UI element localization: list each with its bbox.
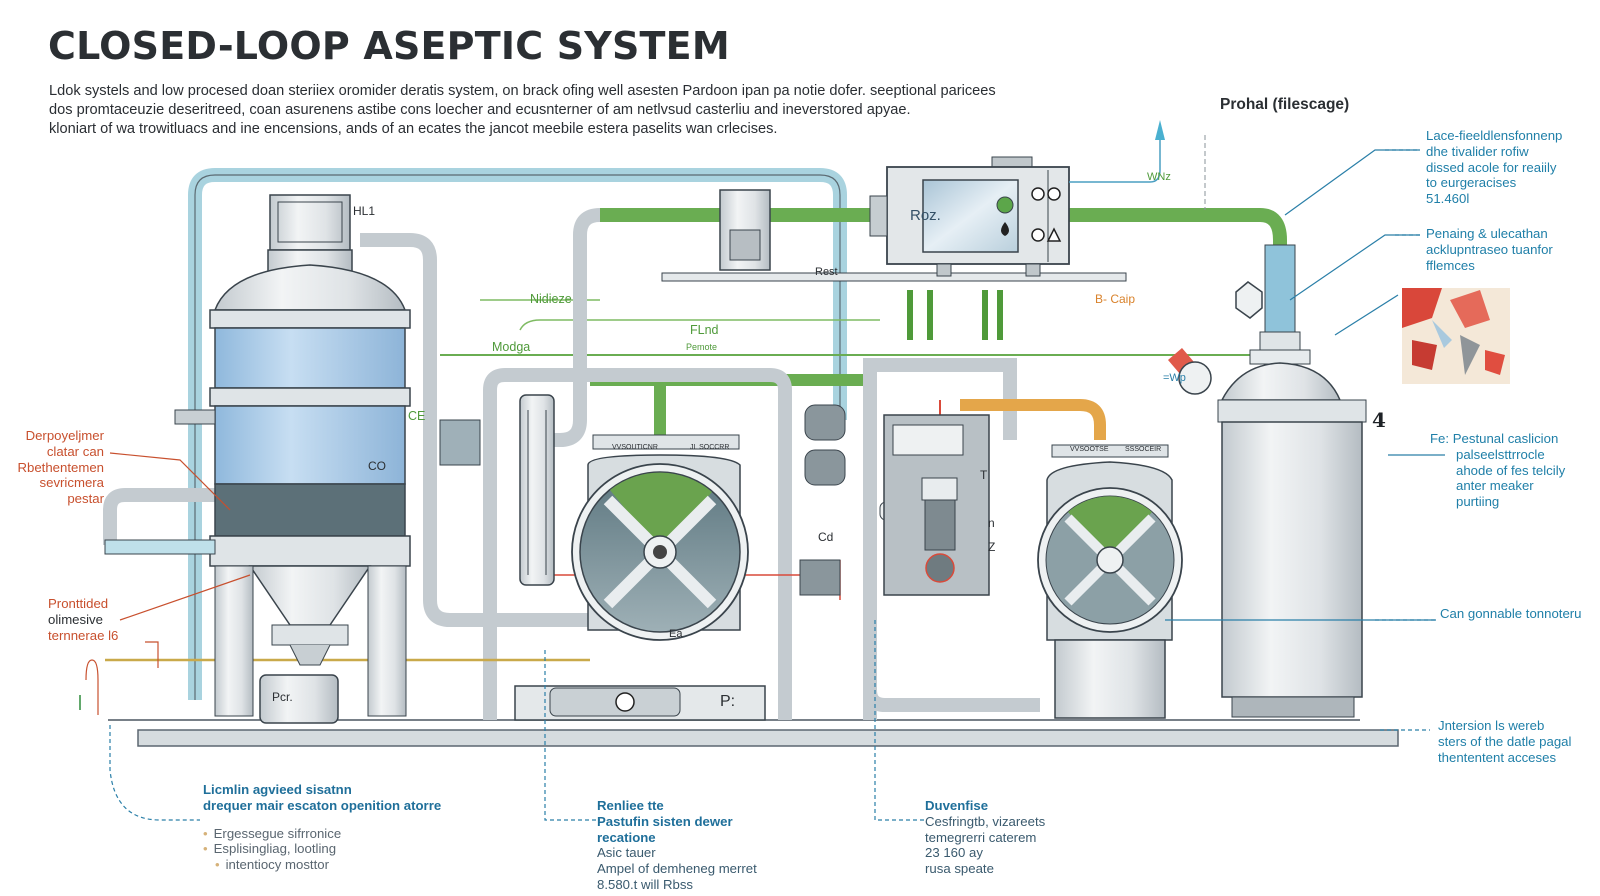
label-hl1: HL1 bbox=[353, 204, 376, 218]
footer-bullet: Esplisingliag, lootling bbox=[203, 841, 441, 857]
callout-line: Can gonnable tonnoteru bbox=[1440, 606, 1582, 621]
footer-text: 8.580.t will Rbss bbox=[597, 876, 694, 892]
callout-line: sevricmera bbox=[39, 475, 104, 491]
callout-line: clatar can bbox=[46, 443, 104, 459]
label-cap: B- Caip bbox=[1095, 292, 1136, 306]
panel-screen-text: Roz. bbox=[910, 207, 941, 224]
label-ce: CE bbox=[408, 409, 426, 423]
callout-line: pestar bbox=[67, 491, 104, 507]
footer-text: Asic tauer bbox=[597, 845, 656, 861]
footer-text: rusa speate bbox=[925, 861, 994, 877]
callout-line: dhe tivalider rofiw bbox=[1426, 143, 1529, 159]
footer-heading: Pastufin sisten dewer bbox=[597, 813, 733, 829]
callout-line: Penaing & ulecathan bbox=[1426, 226, 1548, 241]
footer-bullet: Ergessegue sifrronice bbox=[203, 826, 441, 842]
callout-lace: Lace-fieeldlensfonnenp dhe tivalider rof… bbox=[1426, 128, 1562, 207]
footer-duvenfise: Duvenfise Cesfringtb, vizareets temegrer… bbox=[925, 798, 1045, 877]
callout-line: Lace-fieeldlensfonnenp bbox=[1426, 128, 1563, 143]
callout-pending: Penaing & ulecathan acklupntraseo tuanfo… bbox=[1426, 226, 1553, 273]
callout-prontrided: Pronttided olimesive ternnerae l6 bbox=[48, 596, 118, 643]
gray-pipes bbox=[103, 208, 1040, 720]
label-modga: Modga bbox=[492, 340, 531, 354]
page-title: CLOSED-LOOP ASEPTIC SYSTEM bbox=[48, 24, 730, 68]
callout-can: Can gonnable tonnoteru bbox=[1440, 606, 1582, 622]
label-co: CO bbox=[368, 459, 386, 473]
callout-leaders bbox=[109, 149, 1445, 821]
label-flnd: FLnd bbox=[690, 323, 719, 337]
intro-line: kloniart of wa trowitluacs and ine encen… bbox=[49, 121, 778, 137]
control-panel bbox=[869, 156, 1070, 277]
label-wnz: WNz bbox=[1147, 171, 1171, 183]
callout-line: dissed acole for reaiily bbox=[1426, 159, 1557, 175]
banner-drum2-left: VVSOOTSE bbox=[1070, 446, 1109, 453]
pump-unit bbox=[514, 685, 766, 721]
left-tank bbox=[104, 194, 411, 724]
right-tank bbox=[1168, 244, 1367, 718]
callout-line: 51.460l bbox=[1426, 191, 1470, 207]
label-nidieze: Nidieze bbox=[530, 292, 572, 306]
label-ea: Ea bbox=[669, 628, 683, 640]
callout-line: sters of the datle pagal bbox=[1438, 733, 1572, 749]
footer-heading: drequer mair escaton openition atorre bbox=[203, 797, 442, 813]
label-wp: =Wp bbox=[1163, 372, 1186, 384]
footer-text: temegrerri caterem bbox=[925, 829, 1037, 845]
callout-line: acklupntraseo tuanfor bbox=[1426, 241, 1553, 257]
panel-title: Prohal (filescage) bbox=[1220, 96, 1350, 113]
label-pemote: Pemote bbox=[686, 342, 718, 352]
callout-line: Derpoyeljmer bbox=[25, 428, 104, 443]
footer-heading: recatione bbox=[597, 829, 656, 845]
callout-fe: Fe: Pestunal caslicion palseelsttrrocle … bbox=[1430, 431, 1565, 510]
valve-assembly bbox=[439, 189, 921, 596]
base-rail bbox=[137, 729, 1399, 747]
label-cd: Cd bbox=[818, 530, 834, 544]
callout-line: purtiing bbox=[1456, 494, 1500, 510]
footer-heading: Renliee tte bbox=[597, 798, 664, 813]
callout-intersion: Jntersion ls wereb sters of the datle pa… bbox=[1438, 718, 1571, 765]
callout-line: Pronttided bbox=[48, 596, 109, 611]
rotary-drum-1 bbox=[571, 434, 749, 641]
footer-bullet: intentiocy mosttor bbox=[203, 857, 441, 873]
banner-drum1-left: VVSOUTICNR bbox=[612, 444, 658, 451]
footer-renliee: Renliee tte Pastufin sisten dewer recati… bbox=[597, 798, 757, 893]
intro-line: Ldok systels and low procesed doan steri… bbox=[49, 83, 996, 99]
label-pcr: Pcr. bbox=[272, 690, 293, 704]
label-z: Z bbox=[988, 540, 996, 554]
callout-line: Rbethentemen bbox=[17, 459, 104, 475]
footer-licmin: Licmlin agvieed sisatnn drequer mair esc… bbox=[203, 782, 441, 873]
callout-line: Fe: Pestunal caslicion bbox=[1430, 431, 1559, 446]
label-n: n bbox=[988, 516, 995, 530]
intro-paragraph: Ldok systels and low procesed doan steri… bbox=[49, 82, 1149, 139]
callout-line: to eurgeracises bbox=[1426, 175, 1517, 191]
label-pump: P: bbox=[720, 693, 736, 710]
callout-line: thententent acceses bbox=[1438, 749, 1557, 765]
heat-exchanger bbox=[883, 414, 990, 596]
banner-drum2-right: SSSOCEIR bbox=[1125, 446, 1162, 453]
callout-line: anter meaker bbox=[1456, 478, 1534, 494]
green-pipes bbox=[440, 208, 1287, 440]
callout-line: fflemces bbox=[1426, 257, 1475, 273]
red-leaders bbox=[85, 452, 251, 715]
callout-line: Jntersion ls wereb bbox=[1438, 718, 1545, 733]
footer-text: 23 160 ay bbox=[925, 845, 983, 861]
label-t: T bbox=[980, 468, 988, 482]
intro-line: dos promtaceuzie deseritreed, coan asure… bbox=[49, 102, 911, 118]
filter-column bbox=[519, 394, 555, 586]
callout-line: ahode of fes telcily bbox=[1456, 462, 1566, 478]
footer-text: Cesfringtb, vizareets bbox=[925, 813, 1046, 829]
callout-line: olimesive bbox=[48, 611, 103, 627]
footer-heading: Licmlin agvieed sisatnn bbox=[203, 782, 352, 797]
callout-line: palseelsttrrocle bbox=[1456, 446, 1545, 462]
marker-number: 4 bbox=[1372, 408, 1386, 432]
contamination-inset bbox=[1402, 288, 1510, 384]
label-rest: Rest bbox=[815, 266, 838, 278]
orange-pipe bbox=[960, 399, 1106, 440]
equipment-platform bbox=[661, 272, 1127, 282]
callout-line: ternnerae l6 bbox=[48, 627, 119, 643]
callout-derpoy: Derpoyeljmer clatar can Rbethentemen sev… bbox=[0, 428, 104, 507]
footer-heading: Duvenfise bbox=[925, 798, 989, 813]
blue-pipe-loop bbox=[188, 168, 847, 700]
rotary-drum-2 bbox=[1037, 444, 1183, 719]
footer-text: Ampel of demheneg merret bbox=[597, 861, 757, 877]
banner-drum1-right: JL SOCCRR bbox=[690, 444, 730, 451]
